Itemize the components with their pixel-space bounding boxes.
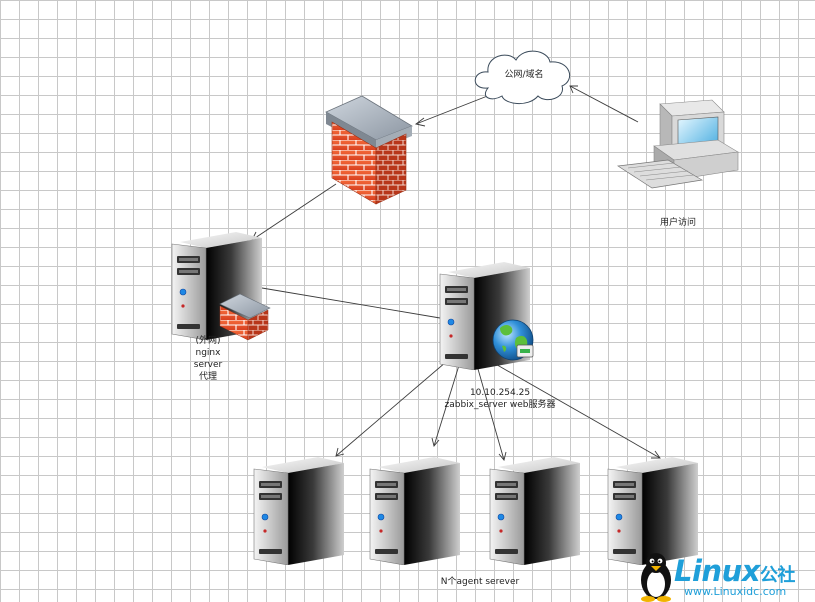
agent-server-icon-3 bbox=[489, 456, 581, 565]
zabbix-to-agent4-arrow bbox=[491, 361, 661, 459]
globe-icon bbox=[492, 319, 534, 361]
firewall-icon bbox=[325, 95, 413, 205]
user-to-cloud-arrowhead bbox=[569, 85, 578, 94]
proxy-label-line4: 代理 bbox=[198, 372, 217, 382]
zabbix-to-agent1-arrow bbox=[335, 361, 447, 457]
connections bbox=[251, 85, 661, 461]
agent-server-icon-1 bbox=[253, 456, 345, 565]
zabbix-to-agent1-arrowhead bbox=[335, 447, 345, 457]
user-access-label: 用户访问 bbox=[659, 218, 696, 228]
penguin-logo-icon bbox=[641, 553, 671, 602]
proxy-to-zabbix-line bbox=[261, 287, 441, 319]
watermark-brand-cn: 公社 bbox=[759, 565, 796, 586]
agent-server-icon-2 bbox=[369, 456, 461, 565]
zabbix-ip-label: 10.10.254.25 bbox=[469, 388, 531, 398]
cloud-to-firewall-arrow bbox=[415, 94, 491, 125]
watermark-url: www.Linuxidc.com bbox=[684, 585, 787, 598]
proxy-firewall-icon bbox=[219, 293, 271, 341]
zabbix-to-agent2-arrow bbox=[433, 361, 461, 447]
user-to-cloud-arrow bbox=[569, 85, 639, 123]
cloud-to-firewall-arrowhead bbox=[414, 117, 426, 127]
proxy-label-line1: (外网) bbox=[195, 336, 221, 346]
watermark-brand: Linux公社 bbox=[674, 554, 796, 588]
firewall-to-proxy-arrow bbox=[251, 183, 337, 241]
zabbix-to-agent2-arrowhead bbox=[431, 437, 440, 447]
agents-label: N个agent serever bbox=[440, 577, 520, 587]
proxy-label-line2: nginx bbox=[195, 348, 221, 358]
cloud-label: 公网/域名 bbox=[504, 70, 544, 80]
agent-server-icon-4 bbox=[607, 456, 699, 565]
cloud-icon bbox=[474, 50, 571, 104]
proxy-label-line3: server bbox=[193, 360, 223, 370]
user-computer-icon bbox=[616, 99, 739, 189]
zabbix-to-agent3-arrowhead bbox=[498, 451, 507, 461]
zabbix-name-label: zabbix_server web服务器 bbox=[444, 400, 556, 410]
zabbix-to-agent4-arrowhead bbox=[651, 450, 661, 459]
zabbix-to-agent3-arrow bbox=[475, 361, 505, 461]
